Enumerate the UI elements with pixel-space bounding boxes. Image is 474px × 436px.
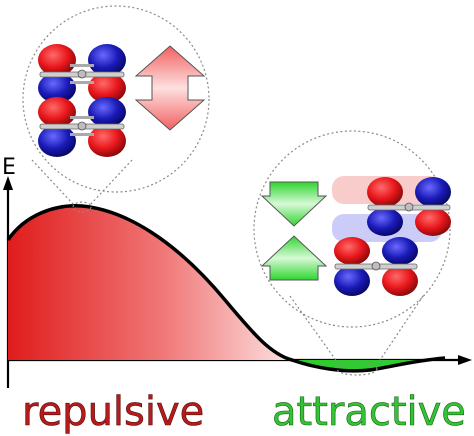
- repulsive-region-fill: [8, 205, 292, 360]
- molecule-upper-right: [367, 177, 451, 236]
- potential-curve: [6, 204, 446, 373]
- y-axis-arrowhead: [3, 176, 13, 190]
- energy-curve: [6, 204, 446, 373]
- zoom-connector-right-b: [375, 295, 424, 367]
- zoom-connector-right-a: [289, 295, 341, 367]
- label-attractive: attractive: [272, 389, 466, 435]
- molecule-upper-left: [38, 44, 126, 103]
- axis-label-energy: E: [2, 155, 16, 180]
- molecule-lower-left: [38, 97, 126, 157]
- repulsive-dimer-pair: [38, 44, 206, 157]
- x-axis-arrowhead: [458, 355, 472, 365]
- attractive-dimer-pair: [260, 176, 451, 296]
- zoom-marker-repulsive: [72, 201, 92, 213]
- label-repulsive: repulsive: [22, 389, 204, 435]
- zoom-connector-left-b: [89, 159, 133, 206]
- attraction-arrow-icon: [260, 181, 328, 281]
- zoom-connector-left-a: [31, 159, 75, 206]
- repulsion-arrow-icon: [134, 45, 206, 131]
- zoom-marker-attractive: [336, 362, 378, 376]
- zoom-circle-attractive: [253, 130, 451, 328]
- zoom-callouts: [22, 5, 451, 376]
- molecule-lower-right: [334, 237, 418, 296]
- zoom-circle-repulsive: [22, 5, 210, 193]
